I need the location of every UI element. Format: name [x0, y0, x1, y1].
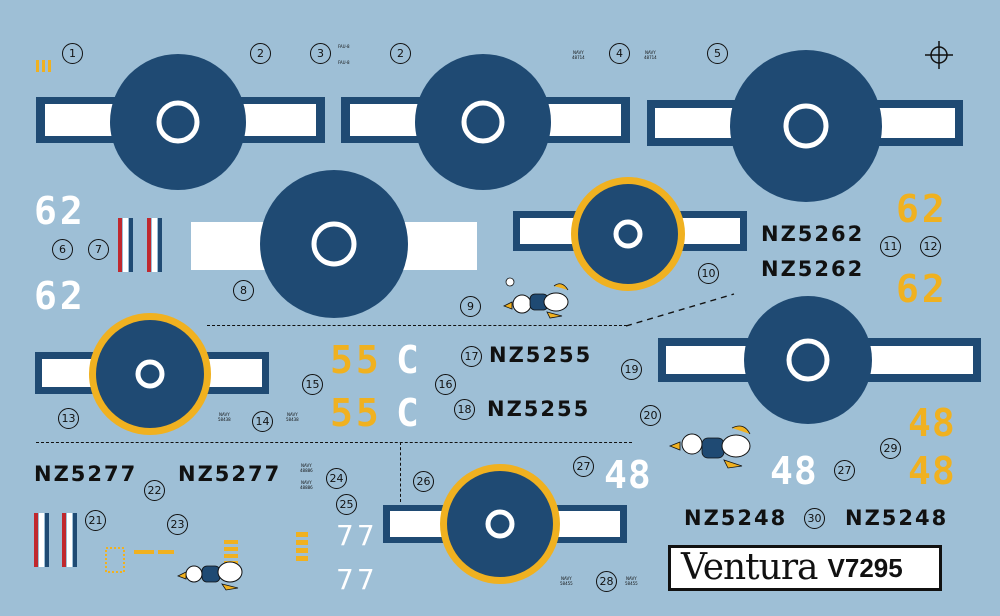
duck-cartoon-icon	[177, 561, 243, 591]
decal-number: 1	[62, 43, 83, 64]
code-c-white: C	[396, 391, 422, 435]
insignia-ring	[156, 100, 200, 144]
insignia-bar-1	[36, 54, 325, 190]
code-62-yellow: 62	[896, 267, 948, 311]
serial-nz5248: NZ5248	[845, 506, 949, 530]
serial-nz5277: NZ5277	[178, 462, 282, 486]
navy-serial-small: NAVY 48714	[572, 50, 585, 60]
navy-serial-small: NAVY 48886	[300, 480, 313, 490]
duck-cartoon-icon	[668, 425, 751, 469]
decal-number: 28	[596, 571, 617, 592]
fin-flash-21	[34, 513, 77, 567]
decal-number: 2	[390, 43, 411, 64]
decal-number: 9	[460, 296, 481, 317]
cut-line	[400, 442, 401, 502]
insignia-bar-5	[647, 50, 963, 202]
serial-nz5262: NZ5262	[761, 222, 865, 246]
decal-number: 17	[461, 346, 482, 367]
navy-serial-small: NAVY 48714	[644, 50, 657, 60]
decal-number: 2	[250, 43, 271, 64]
code-62-yellow: 62	[896, 187, 948, 231]
decal-number: 23	[167, 514, 188, 535]
fau-small: FAU-8	[338, 44, 350, 49]
title-code: V7295	[827, 553, 903, 583]
decal-number: 3	[310, 43, 331, 64]
decal-number: 27	[834, 460, 855, 481]
decal-number: 25	[336, 494, 357, 515]
decal-number: 7	[88, 239, 109, 260]
decal-number: 11	[880, 236, 901, 257]
code-48-yellow: 48	[908, 449, 956, 493]
navy-serial-small: NAVY 58438	[218, 412, 231, 422]
navy-serial-small: NAVY 58455	[560, 576, 573, 586]
navy-serial-small: NAVY 58438	[286, 412, 299, 422]
fau-small: FAU-8	[338, 60, 350, 65]
decal-number: 6	[52, 239, 73, 260]
cut-line	[36, 442, 632, 443]
insignia-bar-10	[513, 177, 747, 291]
fin-flash-7	[118, 218, 162, 272]
decal-number: 4	[609, 43, 630, 64]
decal-number: 10	[698, 263, 719, 284]
title-script: Ventura	[681, 547, 819, 588]
code-c-white: C	[396, 338, 422, 382]
insignia-bar-2	[341, 54, 630, 190]
decal-number: 22	[144, 480, 165, 501]
insignia-bar-19	[658, 296, 981, 424]
decal-number: 21	[85, 510, 106, 531]
code-48-white: 48	[604, 453, 652, 497]
crosshair-icon	[925, 41, 953, 69]
small-yellow-marks	[296, 532, 308, 561]
cut-line	[625, 293, 735, 327]
decal-number: 24	[326, 468, 347, 489]
code-62-white: 62	[34, 274, 86, 318]
code-77-white: 77	[336, 563, 378, 596]
decal-number: 26	[413, 471, 434, 492]
serial-nz5262: NZ5262	[761, 257, 865, 281]
decal-number: 16	[435, 374, 456, 395]
duck-cartoon-icon	[503, 277, 569, 319]
small-yellow-marks	[36, 60, 51, 72]
code-48-white: 48	[770, 449, 818, 493]
cut-line	[207, 325, 627, 326]
decal-number: 12	[920, 236, 941, 257]
serial-nz5255: NZ5255	[487, 397, 591, 421]
code-55-yellow: 55	[330, 391, 382, 435]
serial-nz5248: NZ5248	[684, 506, 788, 530]
serial-nz5255: NZ5255	[489, 343, 593, 367]
decal-number: 5	[707, 43, 728, 64]
decal-number: 8	[233, 280, 254, 301]
decal-number: 18	[454, 399, 475, 420]
navy-serial-small: NAVY 58455	[625, 576, 638, 586]
code-62-white: 62	[34, 189, 86, 233]
decal-number: 13	[58, 408, 79, 429]
decal-number: 19	[621, 359, 642, 380]
code-48-yellow: 48	[908, 401, 956, 445]
insignia-disc	[110, 54, 246, 190]
decal-number: 27	[573, 456, 594, 477]
decal-number: 29	[880, 438, 901, 459]
decal-number: 15	[302, 374, 323, 395]
title-box: Ventura V7295	[668, 545, 942, 591]
decal-number: 14	[252, 411, 273, 432]
decal-number: 30	[804, 508, 825, 529]
navy-serial-small: NAVY 48886	[300, 463, 313, 473]
serial-nz5277: NZ5277	[34, 462, 138, 486]
code-55-yellow: 55	[330, 338, 382, 382]
code-77-white: 77	[336, 519, 378, 552]
insignia-bar-13	[35, 313, 269, 435]
decal-number: 20	[640, 405, 661, 426]
insignia-bar-8	[191, 170, 477, 318]
insignia-bar-26	[383, 464, 627, 584]
